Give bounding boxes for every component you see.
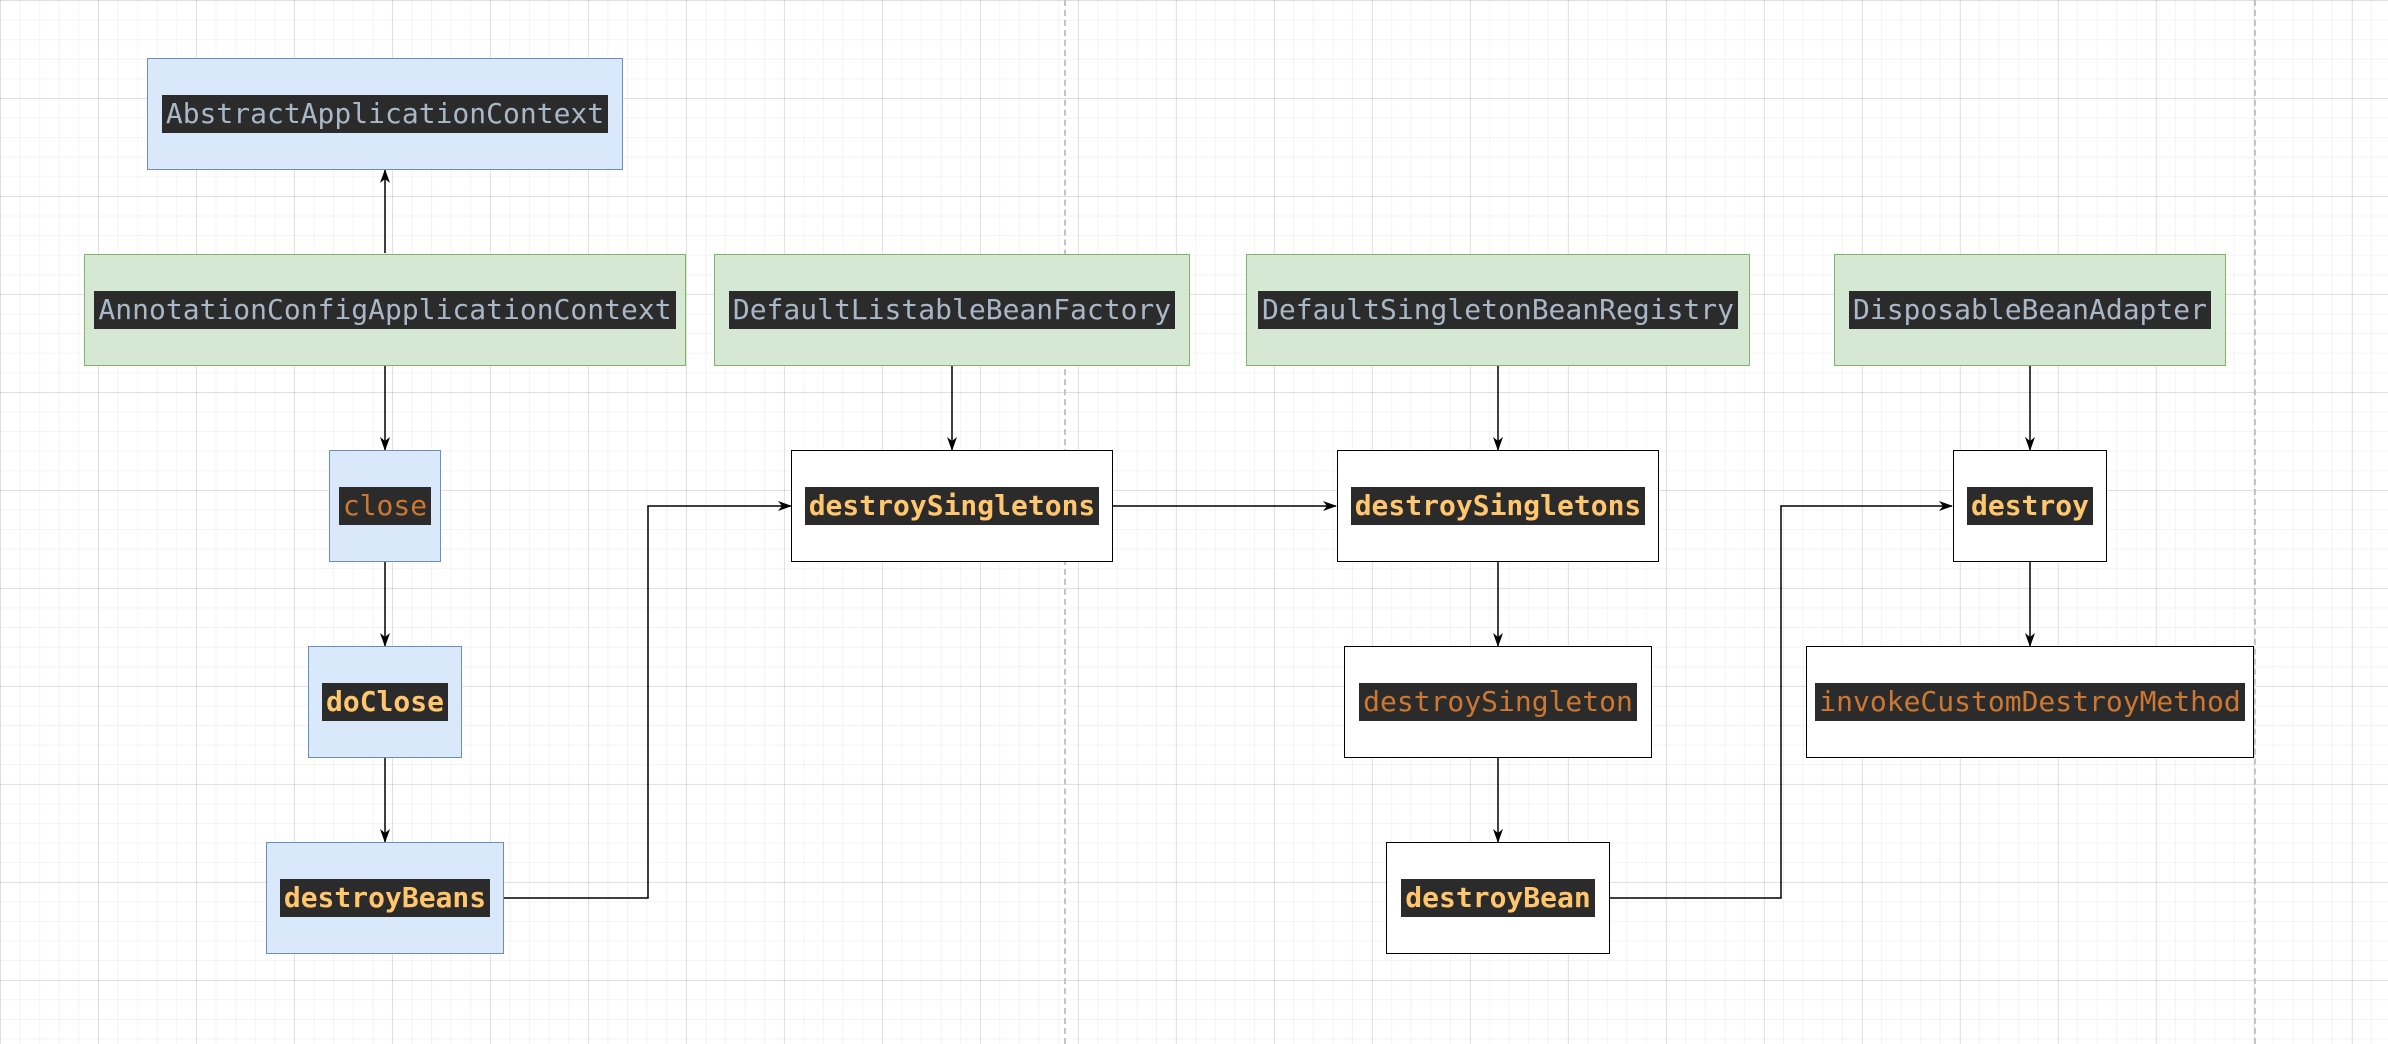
invoke-custom-destroy-method-node[interactable]: invokeCustomDestroyMethod (1806, 646, 2254, 758)
close-method-node[interactable]: close (329, 450, 441, 562)
do-close-method-node[interactable]: doClose (308, 646, 462, 758)
node-label: destroySingleton (1359, 683, 1637, 721)
destroy-singleton-method-node[interactable]: destroySingleton (1344, 646, 1652, 758)
node-label: DefaultListableBeanFactory (728, 291, 1176, 329)
node-label: close (338, 487, 432, 525)
node-label: destroySingletons (1350, 487, 1646, 525)
node-label: destroy (1966, 487, 2093, 525)
annotation-config-application-context-node[interactable]: AnnotationConfigApplicationContext (84, 254, 686, 366)
node-label: invokeCustomDestroyMethod (1815, 683, 2245, 721)
node-label: AnnotationConfigApplicationContext (94, 291, 676, 329)
abstract-application-context-node[interactable]: AbstractApplicationContext (147, 58, 623, 170)
default-singleton-bean-registry-node[interactable]: DefaultSingletonBeanRegistry (1246, 254, 1750, 366)
node-label: DisposableBeanAdapter (1848, 291, 2211, 329)
edge-destroybeans-to-destroysingletons (504, 501, 792, 899)
disposable-bean-adapter-node[interactable]: DisposableBeanAdapter (1834, 254, 2226, 366)
destroy-beans-method-node[interactable]: destroyBeans (266, 842, 504, 954)
destroy-bean-method-node[interactable]: destroyBean (1386, 842, 1610, 954)
destroy-method-node[interactable]: destroy (1953, 450, 2107, 562)
node-label: DefaultSingletonBeanRegistry (1257, 291, 1738, 329)
node-label: destroyBean (1401, 879, 1595, 917)
registry-destroy-singletons-method-node[interactable]: destroySingletons (1337, 450, 1659, 562)
node-label: destroyBeans (279, 879, 491, 917)
default-listable-bean-factory-node[interactable]: DefaultListableBeanFactory (714, 254, 1190, 366)
node-label: destroySingletons (804, 487, 1100, 525)
node-label: doClose (321, 683, 448, 721)
factory-destroy-singletons-method-node[interactable]: destroySingletons (791, 450, 1113, 562)
lane-separator (2254, 0, 2256, 1044)
node-label: AbstractApplicationContext (161, 95, 609, 133)
edge-destroybean-to-destroy (1610, 501, 1953, 899)
